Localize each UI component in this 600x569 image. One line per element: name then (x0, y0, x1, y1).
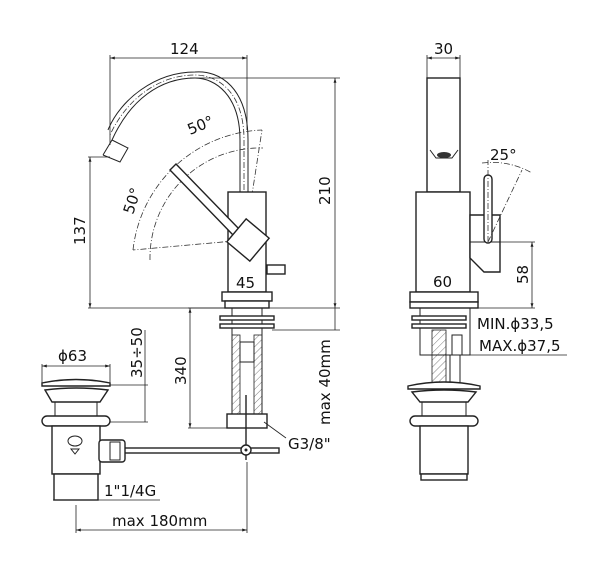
dim-label-60: 60 (433, 273, 452, 291)
spout-column (426, 77, 461, 193)
drain-side (41, 378, 126, 501)
handle-diamond (225, 217, 271, 263)
drain-range-label: 35÷50 (128, 327, 146, 378)
dim-label-137: 137 (71, 216, 89, 245)
shank-front (411, 307, 471, 391)
aerator (437, 152, 451, 158)
side-view: 124 210 137 50° 50° 45 (41, 40, 340, 533)
pop-up-rod-horizontal (123, 447, 280, 454)
angle-label-50-top: 50° (185, 112, 216, 139)
counter-thickness-label: max 40mm (316, 339, 334, 425)
dim-label-124: 124 (170, 40, 199, 58)
lever-arc-outer (132, 129, 263, 251)
drain-thread-label: 1"1/4G (104, 482, 156, 500)
lever-angle-label: 25° (490, 146, 517, 164)
dim-label-30: 30 (434, 40, 453, 58)
drain-front (407, 381, 481, 481)
hole-min-label: MIN.ϕ33,5 (477, 315, 554, 333)
hole-max-label: MAX.ϕ37,5 (479, 337, 561, 355)
connection-label: G3/8" (288, 435, 331, 453)
dim-label-340: 340 (172, 356, 190, 385)
rod-length-label: max 180mm (112, 512, 207, 530)
shank (219, 307, 275, 429)
dim-label-58: 58 (514, 265, 532, 284)
dim-label-45: 45 (236, 274, 255, 292)
pop-up-knob (266, 264, 286, 275)
dim-label-210: 210 (316, 176, 334, 205)
drain-diameter-label: ϕ63 (58, 347, 87, 365)
faucet-body-front (415, 191, 471, 293)
front-view: 30 25° 60 58 MIN.ϕ33,5 MAX.ϕ37,5 (407, 40, 567, 481)
angle-label-50-left: 50° (120, 185, 145, 216)
spout (102, 77, 241, 192)
